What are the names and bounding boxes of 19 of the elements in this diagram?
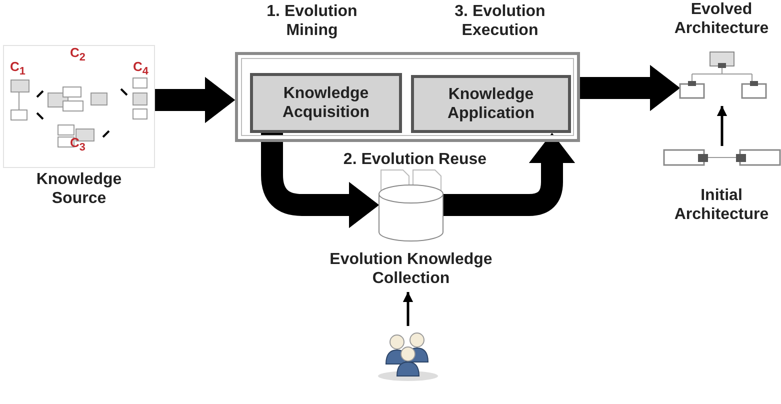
stage-label: 2. Evolution Reuse	[342, 150, 488, 169]
node-label: Knowledge Source	[35, 170, 123, 208]
process-box: Knowledge Application	[411, 75, 571, 133]
arrow	[580, 65, 680, 111]
node-label: Evolved Architecture	[673, 0, 770, 38]
component-label: C$_{2}$	[70, 46, 86, 65]
stage-label: 1. Evolution Mining	[266, 2, 358, 40]
arrow	[154, 77, 235, 123]
node-label: Initial Architecture	[673, 186, 770, 224]
process-box: Knowledge Acquisition	[250, 73, 402, 133]
outer-box	[235, 52, 580, 142]
component-label: C$_{1}$	[10, 60, 26, 79]
component-label: C$_{3}$	[70, 136, 86, 155]
node-label: Evolution Knowledge Collection	[328, 250, 494, 288]
stage-label: 3. Evolution Execution	[454, 2, 546, 40]
component-label: C$_{4}$	[133, 60, 148, 79]
arrow	[403, 292, 413, 326]
arrow	[717, 106, 727, 146]
arrow	[443, 133, 575, 216]
